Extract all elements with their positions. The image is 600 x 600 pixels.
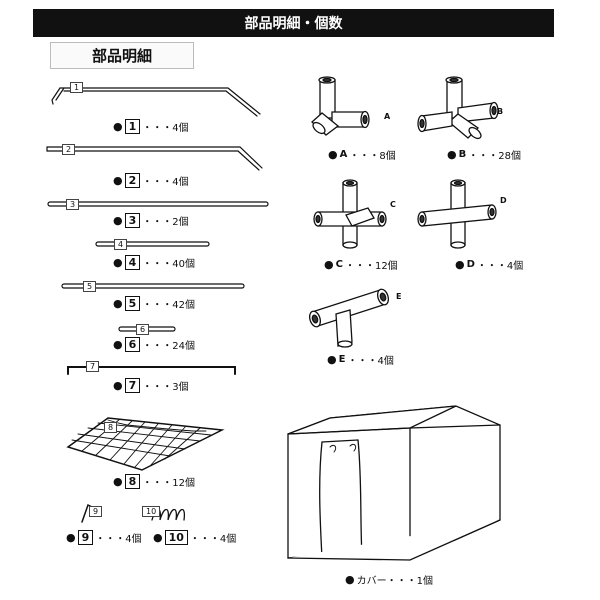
joint-qty: ・・・4個 xyxy=(347,356,394,367)
bullet: ● xyxy=(153,531,163,544)
cover-name: カバー xyxy=(356,576,387,587)
part-4-qty-label: ● 4 ・・・40個 xyxy=(113,255,195,270)
part-2-tag: 2 xyxy=(62,144,76,155)
part-qty: ・・・12個 xyxy=(142,478,195,489)
joint-e-image xyxy=(308,288,390,348)
joint-letter: C xyxy=(335,259,343,270)
bullet: ● xyxy=(324,258,334,271)
part-5-tag: 5 xyxy=(83,281,97,292)
part-10-qty-label: ● 10 ・・・4個 xyxy=(153,530,236,545)
part-1-tag: 1 xyxy=(70,82,84,93)
joint-qty: ・・・28個 xyxy=(468,151,521,162)
part-3-pole-image xyxy=(47,201,269,207)
part-7-qty-label: ● 7 ・・・3個 xyxy=(113,378,189,393)
part-5-qty-label: ● 5 ・・・42個 xyxy=(113,296,195,311)
part-number: 7 xyxy=(124,378,141,393)
joint-d-tag: D xyxy=(500,196,507,205)
joint-d-image xyxy=(417,179,497,249)
cover-qty: ・・・1個 xyxy=(386,576,433,587)
part-number: 10 xyxy=(164,530,188,545)
part-3-tag: 3 xyxy=(66,199,80,210)
joint-c-tag: C xyxy=(390,200,396,209)
part-9-tag: 9 xyxy=(89,506,103,517)
part-number: 2 xyxy=(124,173,141,188)
joint-b-qty-label: ● B ・・・28個 xyxy=(447,147,521,162)
part-5-pole-image xyxy=(61,283,245,289)
bullet: ● xyxy=(113,475,123,488)
bullet: ● xyxy=(345,573,355,586)
part-7-tag: 7 xyxy=(86,361,100,372)
part-number: 5 xyxy=(124,296,141,311)
joint-c-image xyxy=(313,179,387,249)
bullet: ● xyxy=(113,297,123,310)
bullet: ● xyxy=(447,148,457,161)
joint-letter: E xyxy=(338,354,346,365)
part-qty: ・・・42個 xyxy=(142,300,195,311)
part-7-frame-image xyxy=(67,366,236,375)
bullet: ● xyxy=(113,379,123,392)
bullet: ● xyxy=(66,531,76,544)
joint-b-tag: B xyxy=(497,107,504,116)
bullet: ● xyxy=(455,258,465,271)
joint-a-qty-label: ● A ・・・8個 xyxy=(328,147,396,162)
joint-e-qty-label: ● E ・・・4個 xyxy=(327,352,394,367)
bullet: ● xyxy=(113,174,123,187)
part-qty: ・・・24個 xyxy=(142,341,195,352)
part-8-tag: 8 xyxy=(104,422,118,433)
joint-a-image xyxy=(311,76,370,136)
part-number: 1 xyxy=(124,119,141,134)
joint-letter: D xyxy=(466,259,475,270)
joint-c-qty-label: ● C ・・・12個 xyxy=(324,257,398,272)
part-9-qty-label: ● 9 ・・・4個 xyxy=(66,530,142,545)
bullet: ● xyxy=(328,148,338,161)
part-qty: ・・・3個 xyxy=(142,382,189,393)
part-qty: ・・・4個 xyxy=(142,177,189,188)
part-number: 6 xyxy=(124,337,141,352)
part-8-shelf-image xyxy=(66,417,225,471)
part-6-tag: 6 xyxy=(136,324,150,335)
section-title: 部品明細 xyxy=(50,42,194,69)
joint-qty: ・・・12個 xyxy=(344,261,398,272)
part-qty: ・・・40個 xyxy=(142,259,195,270)
part-number: 4 xyxy=(124,255,141,270)
bullet: ● xyxy=(113,338,123,351)
part-6-qty-label: ● 6 ・・・24個 xyxy=(113,337,195,352)
part-10-tag: 10 xyxy=(142,506,161,517)
joint-a-tag: A xyxy=(384,112,391,121)
bullet: ● xyxy=(113,256,123,269)
joint-b-image xyxy=(417,76,499,140)
joint-e-tag: E xyxy=(396,292,402,301)
part-number: 9 xyxy=(77,530,94,545)
part-8-qty-label: ● 8 ・・・12個 xyxy=(113,474,195,489)
part-qty: ・・・4個 xyxy=(142,123,189,134)
cover-image xyxy=(287,405,501,561)
part-qty: ・・・4個 xyxy=(189,534,237,545)
part-4-tag: 4 xyxy=(114,239,128,250)
part-2-qty-label: ● 2 ・・・4個 xyxy=(113,173,189,188)
bullet: ● xyxy=(113,214,123,227)
part-1-pole-image xyxy=(51,87,261,117)
part-3-qty-label: ● 3 ・・・2個 xyxy=(113,213,189,228)
part-qty: ・・・4個 xyxy=(95,534,142,545)
bullet: ● xyxy=(327,353,337,366)
joint-qty: ・・・8個 xyxy=(349,151,396,162)
bullet: ● xyxy=(113,120,123,133)
joint-qty: ・・・4個 xyxy=(476,261,524,272)
page-title: 部品明細・個数 xyxy=(33,9,554,37)
part-qty: ・・・2個 xyxy=(142,217,189,228)
part-2-pole-image xyxy=(46,146,263,171)
joint-d-qty-label: ● D ・・・4個 xyxy=(455,257,523,272)
part-1-qty-label: ● 1 ・・・4個 xyxy=(113,119,189,134)
part-number: 3 xyxy=(124,213,141,228)
joint-letter: A xyxy=(339,149,348,160)
part-4-pole-image xyxy=(95,241,210,247)
cover-qty-label: ● カバー ・・・1個 xyxy=(345,572,433,587)
part-number: 8 xyxy=(124,474,141,489)
joint-letter: B xyxy=(458,149,467,160)
